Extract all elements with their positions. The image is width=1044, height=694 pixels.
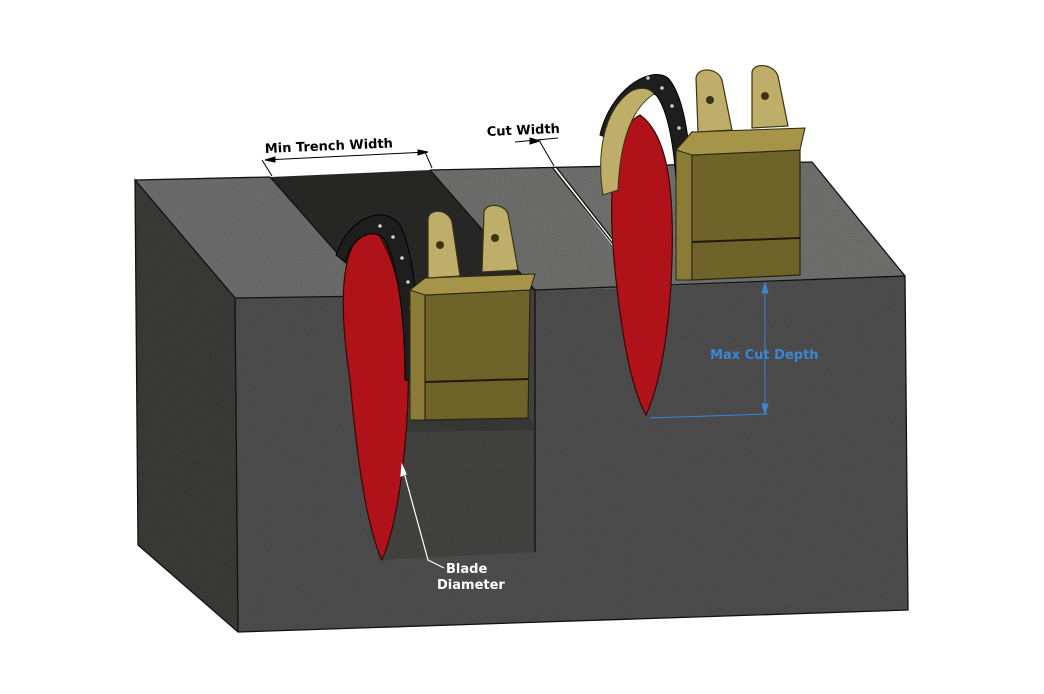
- saw-left-bracket-hole-2: [491, 234, 499, 242]
- saw-right-housing-front: [691, 149, 801, 281]
- saw-right-blade: [611, 114, 673, 417]
- saw-left-bracket-2: [481, 204, 519, 273]
- saw-right-bracket-hole-1: [706, 96, 714, 104]
- saw-left-bracket-1: [427, 210, 461, 279]
- max-cut-depth-dimension: [649, 281, 769, 419]
- cut-width-dimension: [514, 137, 559, 167]
- saw-left: [335, 204, 536, 562]
- blade-diameter-label-line1: Blade: [446, 562, 487, 577]
- blade-diameter-leader: [400, 462, 445, 569]
- slab-top-left: [135, 177, 375, 298]
- trench-floor: [400, 418, 535, 432]
- saw-right: [599, 65, 806, 417]
- saw-right-bracket-2: [751, 65, 789, 129]
- cut-width-label: Cut Width: [487, 122, 561, 140]
- saw-right-guard-inner: [600, 87, 655, 196]
- blade-diameter-label-line2: Diameter: [437, 578, 505, 593]
- saw-left-housing-seam: [424, 378, 529, 383]
- saw-right-bracket-1: [695, 69, 733, 133]
- min-trench-width-dimension: [261, 149, 433, 177]
- saw-left-housing-top: [408, 273, 536, 296]
- saw-left-bracket-hole-1: [436, 241, 444, 249]
- max-cut-depth-label: Max Cut Depth: [710, 348, 819, 363]
- saw-left-housing-front: [424, 289, 531, 421]
- saw-right-housing-seam: [691, 237, 801, 243]
- saw-right-housing-top: [675, 127, 806, 156]
- min-trench-width-label: Min Trench Width: [265, 136, 394, 157]
- slab-left-face: [135, 180, 238, 632]
- saw-left-housing-side: [409, 276, 426, 421]
- slab-top-middle: [430, 167, 645, 290]
- saw-right-bracket-hole-2: [761, 92, 769, 100]
- slab-front-face: [235, 276, 908, 632]
